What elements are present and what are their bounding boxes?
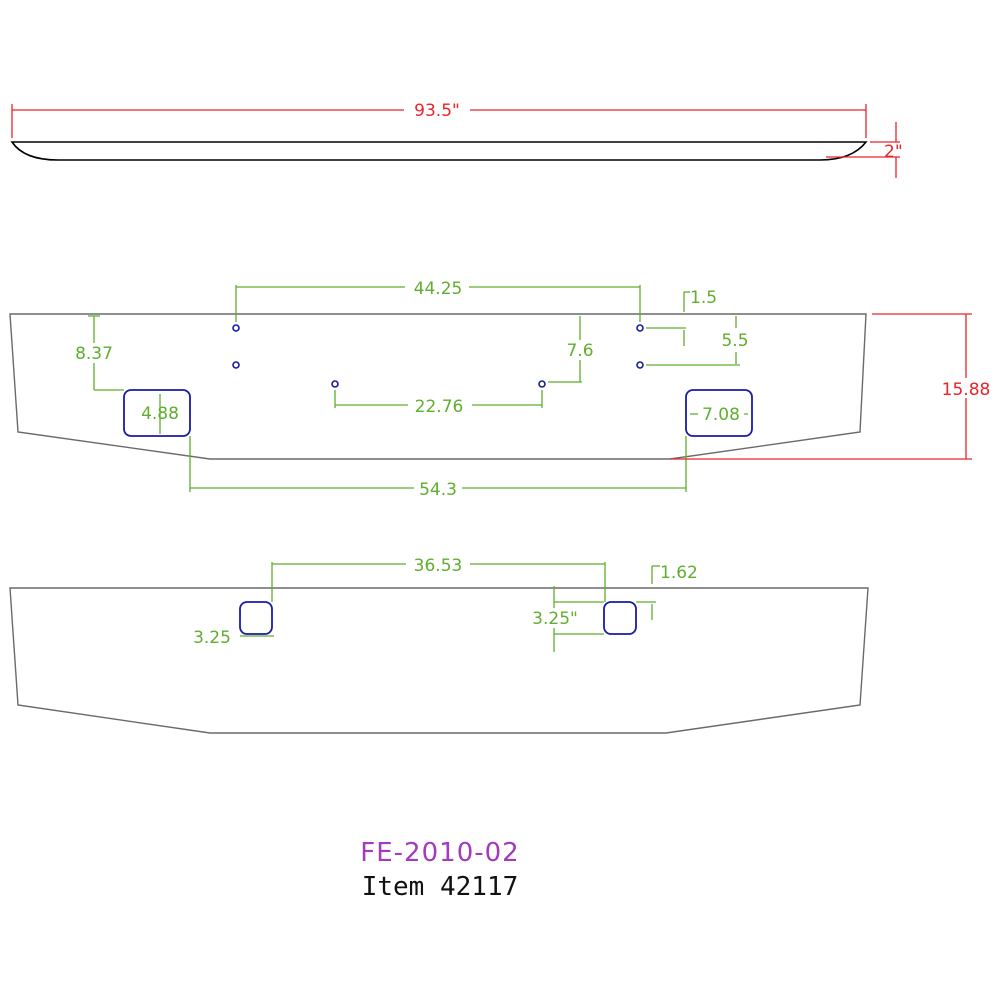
front-view: 44.25 1.5 5.5 8.37 7.6 22.76 4.88 — [9, 277, 994, 500]
left-cutout-label: 4.88 — [141, 404, 179, 424]
depth-label: 2" — [884, 142, 903, 162]
mounting-hole — [538, 380, 546, 388]
cutout-spacing-label: 54.3 — [419, 480, 457, 500]
top-view: 93.5" 2" — [10, 100, 903, 178]
lower-cutout-offset-label: 1.62 — [660, 563, 698, 583]
lower-cutout-spacing-label: 36.53 — [414, 556, 463, 576]
top-view-outline — [10, 141, 868, 161]
hole-spacing-label: 44.25 — [414, 279, 463, 299]
lower-view-outline — [9, 587, 869, 734]
lower-view: 36.53 1.62 3.25 3.25" — [9, 554, 869, 734]
right-hole-spacing-label: 5.5 — [721, 331, 748, 351]
item-number: Item 42117 — [361, 872, 519, 902]
lower-hole-spacing-label: 22.76 — [415, 397, 464, 417]
mounting-hole — [232, 361, 240, 369]
left-lower-cutout-size-label: 3.25 — [193, 628, 231, 648]
title-block: FE-2010-02 Item 42117 — [0, 838, 880, 902]
mounting-hole — [636, 361, 644, 369]
cutout-height-offset-label: 8.37 — [75, 344, 113, 364]
height-label: 15.88 — [942, 380, 991, 400]
hole-vertical-spacing-label: 7.6 — [566, 341, 593, 361]
mounting-hole — [232, 324, 240, 332]
overall-width-label: 93.5" — [414, 101, 460, 121]
left-cutout — [123, 389, 191, 437]
left-lower-cutout — [239, 601, 273, 635]
mounting-hole — [636, 324, 644, 332]
right-cutout-label: 7.08 — [702, 405, 740, 425]
hole-offset-label: 1.5 — [690, 288, 717, 308]
mounting-hole — [331, 380, 339, 388]
right-lower-cutout — [603, 601, 637, 635]
part-number: FE-2010-02 — [360, 838, 520, 868]
right-lower-cutout-size-label: 3.25" — [532, 609, 578, 629]
